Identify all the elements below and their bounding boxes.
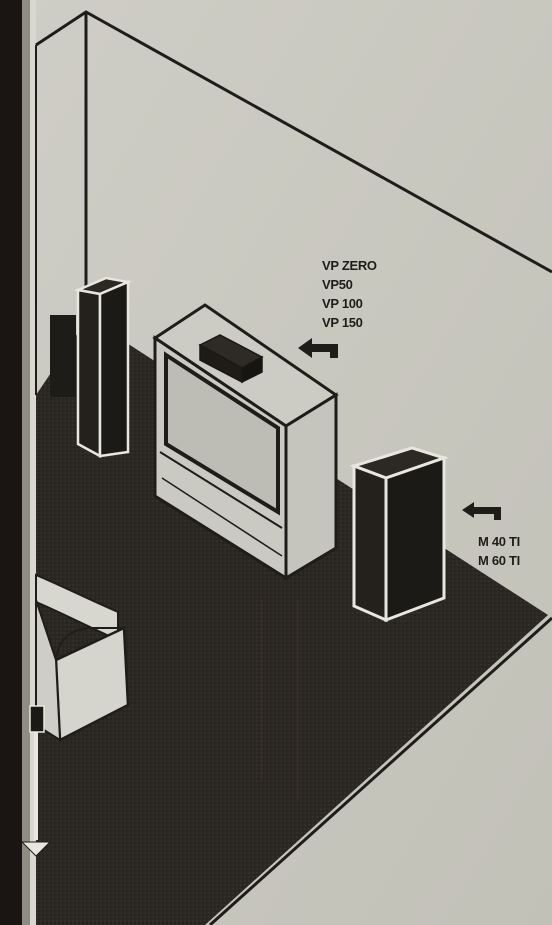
center-model-label: VP50 <box>322 275 377 294</box>
center-model-label: VP ZERO <box>322 256 377 275</box>
center-speaker-model-list: VP ZERO VP50 VP 100 VP 150 <box>322 256 377 332</box>
front-speaker-model-list: M 40 TI M 60 TI <box>478 532 520 570</box>
front-model-label: M 40 TI <box>478 532 520 551</box>
center-model-label: VP 150 <box>322 313 377 332</box>
front-model-label: M 60 TI <box>478 551 520 570</box>
front-right-speaker <box>354 448 444 620</box>
center-model-label: VP 100 <box>322 294 377 313</box>
